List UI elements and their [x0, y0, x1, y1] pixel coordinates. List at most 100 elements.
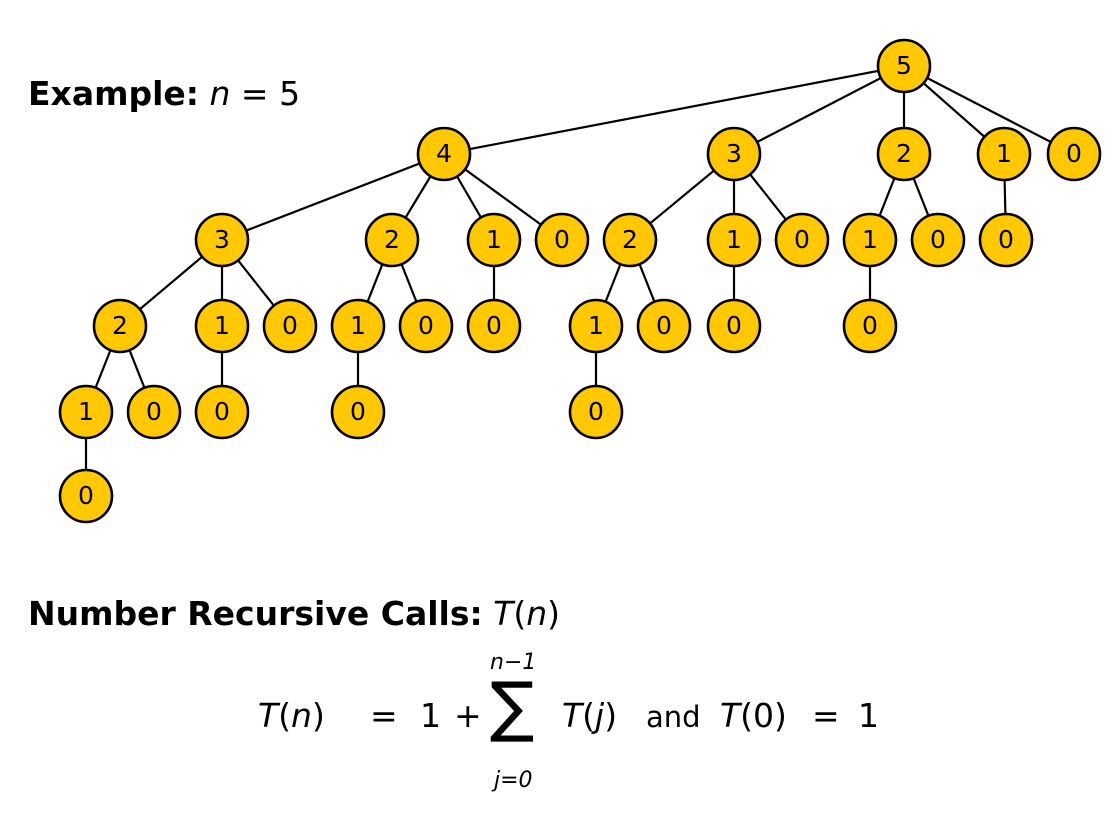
tree-node: 0	[568, 384, 624, 440]
recursive-calls-label: Number Recursive Calls:	[28, 594, 483, 633]
tree-node-label: 0	[282, 311, 298, 340]
tree-node: 3	[194, 212, 250, 268]
tree-node-circle	[1046, 126, 1102, 182]
tree-node-label: 0	[554, 225, 570, 254]
tree-node-label: 1	[996, 139, 1012, 168]
tree-node-circle	[194, 298, 250, 354]
tree-node-label: 1	[862, 225, 878, 254]
tree-node: 0	[842, 298, 898, 354]
tree-node: 1	[330, 298, 386, 354]
tree-node-label: 0	[350, 397, 366, 426]
tree-node-label: 0	[78, 481, 94, 510]
tree-node: 0	[706, 298, 762, 354]
tree-edge	[903, 65, 1075, 155]
tree-node: 0	[636, 298, 692, 354]
tree-node-circle	[58, 468, 114, 524]
tree-node: 1	[842, 212, 898, 268]
formula-term: T(j)	[562, 696, 618, 735]
sum-lower-limit: j=0	[494, 768, 533, 793]
tree-node: 1	[58, 384, 114, 440]
tree-node-circle	[330, 384, 386, 440]
tree-node-label: 0	[726, 311, 742, 340]
tree-node: 0	[534, 212, 590, 268]
tree-node: 5	[876, 38, 932, 94]
tree-node-label: 4	[436, 139, 452, 168]
tree-node-circle	[262, 298, 318, 354]
tree-node-label: 2	[622, 225, 638, 254]
formula-eq: =	[370, 696, 398, 735]
tree-edge	[221, 152, 445, 242]
tree-node-label: 1	[588, 311, 604, 340]
formula-lhs-arg: n	[291, 696, 312, 735]
tree-node-circle	[92, 298, 148, 354]
tree-node: 2	[602, 212, 658, 268]
tree-node-label: 0	[588, 397, 604, 426]
tree-node-circle	[876, 126, 932, 182]
recurrence-formula: T(n) = 1 + n−1 ∑ j=0 T(j) and T(0) = 1	[258, 650, 898, 810]
tree-node: 2	[364, 212, 420, 268]
tree-node: 1	[568, 298, 624, 354]
tree-node-label: 3	[726, 139, 742, 168]
tree-node: 1	[706, 212, 762, 268]
tree-node-label: 0	[794, 225, 810, 254]
tree-node: 0	[910, 212, 966, 268]
tree-node-circle	[706, 298, 762, 354]
tree-node-label: 0	[862, 311, 878, 340]
tree-node: 0	[1046, 126, 1102, 182]
formula-base-eq: =	[812, 696, 840, 735]
tree-node-label: 0	[930, 225, 946, 254]
tree-node-circle	[602, 212, 658, 268]
tree-node-label: 1	[78, 397, 94, 426]
tree-node: 0	[194, 384, 250, 440]
tree-node-label: 1	[726, 225, 742, 254]
tree-node-circle	[126, 384, 182, 440]
tree-node-label: 2	[384, 225, 400, 254]
formula-and: and	[646, 700, 701, 734]
tree-node: 1	[976, 126, 1032, 182]
tree-node-label: 0	[1066, 139, 1082, 168]
tree-node-circle	[194, 384, 250, 440]
formula-lhs-fn: T	[258, 696, 279, 735]
tree-node-circle	[364, 212, 420, 268]
tree-node-label: 1	[350, 311, 366, 340]
tree-edge	[733, 65, 905, 155]
tree-node-circle	[568, 384, 624, 440]
formula-base-val: 1	[858, 696, 879, 735]
example-heading: Example: n = 5	[28, 74, 300, 113]
tree-node-circle	[706, 126, 762, 182]
tree-node: 2	[92, 298, 148, 354]
tree-node-label: 3	[214, 225, 230, 254]
recursive-calls-fn: T	[493, 594, 514, 633]
example-op: =	[230, 74, 280, 113]
recursive-calls-heading: Number Recursive Calls: T(n)	[28, 594, 561, 633]
tree-node: 0	[978, 212, 1034, 268]
tree-node-circle	[876, 38, 932, 94]
formula-base-arg: 0	[753, 696, 775, 735]
tree-node: 1	[466, 212, 522, 268]
formula-base-fn: T	[720, 696, 741, 735]
tree-edge	[443, 64, 905, 156]
tree-node: 0	[58, 468, 114, 524]
tree-node-circle	[58, 384, 114, 440]
example-label: Example:	[28, 74, 199, 113]
formula-lhs: T(n)	[258, 696, 325, 735]
sum-upper-limit: n−1	[490, 650, 537, 675]
tree-node-label: 1	[214, 311, 230, 340]
tree-node: 0	[330, 384, 386, 440]
tree-node: 4	[416, 126, 472, 182]
tree-node-circle	[416, 126, 472, 182]
example-value: 5	[279, 74, 301, 113]
tree-node: 1	[194, 298, 250, 354]
tree-node-circle	[466, 298, 522, 354]
tree-node-label: 0	[486, 311, 502, 340]
tree-node: 0	[398, 298, 454, 354]
formula-term-fn: T	[562, 696, 583, 735]
sum-symbol: ∑	[490, 668, 535, 745]
tree-node-circle	[534, 212, 590, 268]
tree-node-label: 0	[418, 311, 434, 340]
tree-node-circle	[978, 212, 1034, 268]
tree-node-circle	[706, 212, 762, 268]
tree-node-circle	[194, 212, 250, 268]
